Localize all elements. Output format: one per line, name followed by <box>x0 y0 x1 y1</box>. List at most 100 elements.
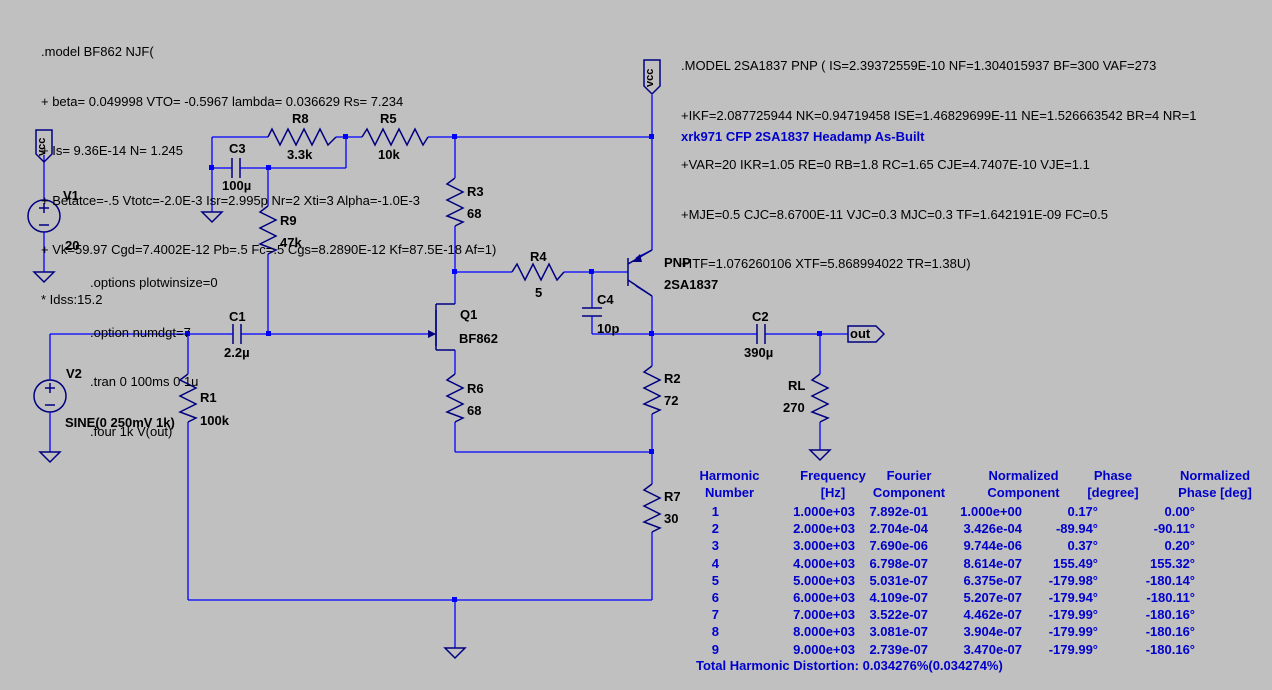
v1-value[interactable]: 20 <box>65 238 80 253</box>
r7-symbol <box>642 483 662 533</box>
r2-name[interactable]: R2 <box>664 371 681 386</box>
fourier-cell: 9.744e-06 <box>963 538 1022 554</box>
rl-name[interactable]: RL <box>788 378 806 393</box>
model-line: +IKF=2.087725944 NK=0.94719458 ISE=1.468… <box>681 107 1197 123</box>
fourier-cell: 0.00° <box>1164 504 1195 519</box>
r8-value[interactable]: 3.3k <box>287 147 313 162</box>
fourier-cell: 1.000e+03 <box>793 504 855 519</box>
fourier-cell: 3.426e-04 <box>963 521 1022 537</box>
r9-value[interactable]: 47k <box>280 235 302 250</box>
resistor-symbols <box>178 127 830 533</box>
vcc-flags <box>35 59 661 164</box>
fourier-cell: 2.739e-07 <box>869 641 928 657</box>
r9-symbol <box>258 205 278 255</box>
model-line: +MJE=0.5 CJC=8.6700E-11 VJC=0.3 MJC=0.3 … <box>681 206 1108 222</box>
r6-value[interactable]: 68 <box>467 403 482 418</box>
bf862-model-spice: .model BF862 NJF( + beta= 0.049998 VTO= … <box>41 11 496 325</box>
header-line: Number <box>704 485 755 500</box>
junction-dots <box>185 134 822 602</box>
c3-name[interactable]: C3 <box>229 141 246 156</box>
directive-line: .tran 0 100ms 0 1u <box>90 374 199 389</box>
fourier-cell: 8.614e-07 <box>963 555 1022 571</box>
r5-name[interactable]: R5 <box>380 111 397 126</box>
out-net-label[interactable]: out <box>850 326 871 341</box>
fourier-cell: 6.000e+03 <box>793 590 855 605</box>
fourier-cell: 5.031e-07 <box>869 572 928 588</box>
v2-name[interactable]: V2 <box>66 366 82 381</box>
directive-line: .option numdgt=7 <box>90 324 191 340</box>
fourier-cell: 9 <box>711 641 719 657</box>
fourier-cell: 6 <box>711 590 719 605</box>
fourier-cell: -180.16° <box>1145 607 1195 623</box>
c4-symbol <box>582 307 602 318</box>
directive-line: .options plotwinsize=0 <box>90 275 218 290</box>
q2-pnp-symbol <box>627 249 653 297</box>
model-line: + Is= 9.36E-14 N= 1.245 <box>41 143 184 158</box>
r2-symbol <box>642 365 662 415</box>
q2-name[interactable]: PNP <box>664 255 691 270</box>
c4-name[interactable]: C4 <box>597 292 614 307</box>
header-frequency: Frequency [Hz] <box>788 467 878 501</box>
c3-symbol <box>226 158 246 178</box>
fourier-cell: 0.37° <box>1067 538 1098 554</box>
fourier-cell: 3.522e-07 <box>869 607 928 623</box>
q1-name[interactable]: Q1 <box>460 307 478 322</box>
header-line: Harmonic <box>699 468 760 483</box>
r1-symbol <box>178 373 198 423</box>
fourier-cell: 4.462e-07 <box>963 607 1022 623</box>
rl-value[interactable]: 270 <box>783 400 805 415</box>
r2-value[interactable]: 72 <box>664 393 679 408</box>
v2-value[interactable]: SINE(0 250mV 1k) <box>65 415 175 430</box>
fourier-cell: -179.99° <box>1048 624 1098 640</box>
c2-name[interactable]: C2 <box>752 309 769 324</box>
r7-value[interactable]: 30 <box>664 511 679 526</box>
fourier-cell: 0.17° <box>1067 504 1098 519</box>
header-line: Phase <box>1093 468 1133 483</box>
r6-name[interactable]: R6 <box>467 381 484 396</box>
q2-value[interactable]: 2SA1837 <box>664 277 719 292</box>
r1-name[interactable]: R1 <box>200 390 217 405</box>
c2-symbol <box>752 324 770 344</box>
fourier-cell: 4 <box>711 555 719 571</box>
r3-symbol <box>445 177 465 227</box>
r1-value[interactable]: 100k <box>200 413 229 428</box>
c3-value[interactable]: 100µ <box>222 178 252 193</box>
model-line: + Betatce=-.5 Vtotc=-2.0E-3 Isr=2.995p N… <box>41 192 421 208</box>
c1-name[interactable]: C1 <box>229 309 246 324</box>
c4-value[interactable]: 10p <box>597 321 620 336</box>
capacitor-symbols <box>226 158 770 344</box>
r5-value[interactable]: 10k <box>378 147 400 162</box>
model-line: + beta= 0.049998 VTO= -0.5967 lambda= 0.… <box>41 93 404 109</box>
c1-symbol <box>228 324 246 344</box>
c1-value[interactable]: 2.2µ <box>224 345 250 360</box>
c2-value[interactable]: 390µ <box>744 345 774 360</box>
v2-symbol <box>33 372 67 420</box>
r9-name[interactable]: R9 <box>280 213 297 228</box>
r3-name[interactable]: R3 <box>467 184 484 199</box>
fourier-cell: 7.690e-06 <box>869 538 928 554</box>
spice-directives[interactable]: .options plotwinsize=0 .option numdgt=7 … <box>90 242 218 457</box>
r3-value[interactable]: 68 <box>467 206 482 221</box>
model-line: +VAR=20 IKR=1.05 RE=0 RB=1.8 RC=1.65 CJE… <box>681 157 1090 172</box>
r7-name[interactable]: R7 <box>664 489 681 504</box>
ground-symbols <box>32 211 832 660</box>
ground-c3 <box>200 211 224 224</box>
r8-name[interactable]: R8 <box>292 111 309 126</box>
fourier-cell: -180.11° <box>1146 590 1195 605</box>
model-line: * Idss:15.2 <box>41 291 103 307</box>
thd-summary: Total Harmonic Distortion: 0.034276%(0.0… <box>696 658 1003 673</box>
ground-v2 <box>38 451 62 464</box>
fourier-cell: 7.892e-01 <box>869 504 928 519</box>
fourier-cell: 6.798e-07 <box>869 555 928 571</box>
directive-line: .four 1k V(out) <box>90 423 173 439</box>
v1-name[interactable]: V1 <box>63 188 79 203</box>
fourier-cell: 2.704e-04 <box>869 521 928 537</box>
header-line: Phase [deg] <box>1178 485 1252 500</box>
voltage-sources <box>27 192 67 420</box>
model-line: .MODEL 2SA1837 PNP ( IS=2.39372559E-10 N… <box>681 58 1157 73</box>
q1-value[interactable]: BF862 <box>459 331 499 346</box>
header-harmonic: Harmonic Number <box>692 467 767 501</box>
r4-value[interactable]: 5 <box>535 285 543 300</box>
r4-name[interactable]: R4 <box>530 249 547 264</box>
